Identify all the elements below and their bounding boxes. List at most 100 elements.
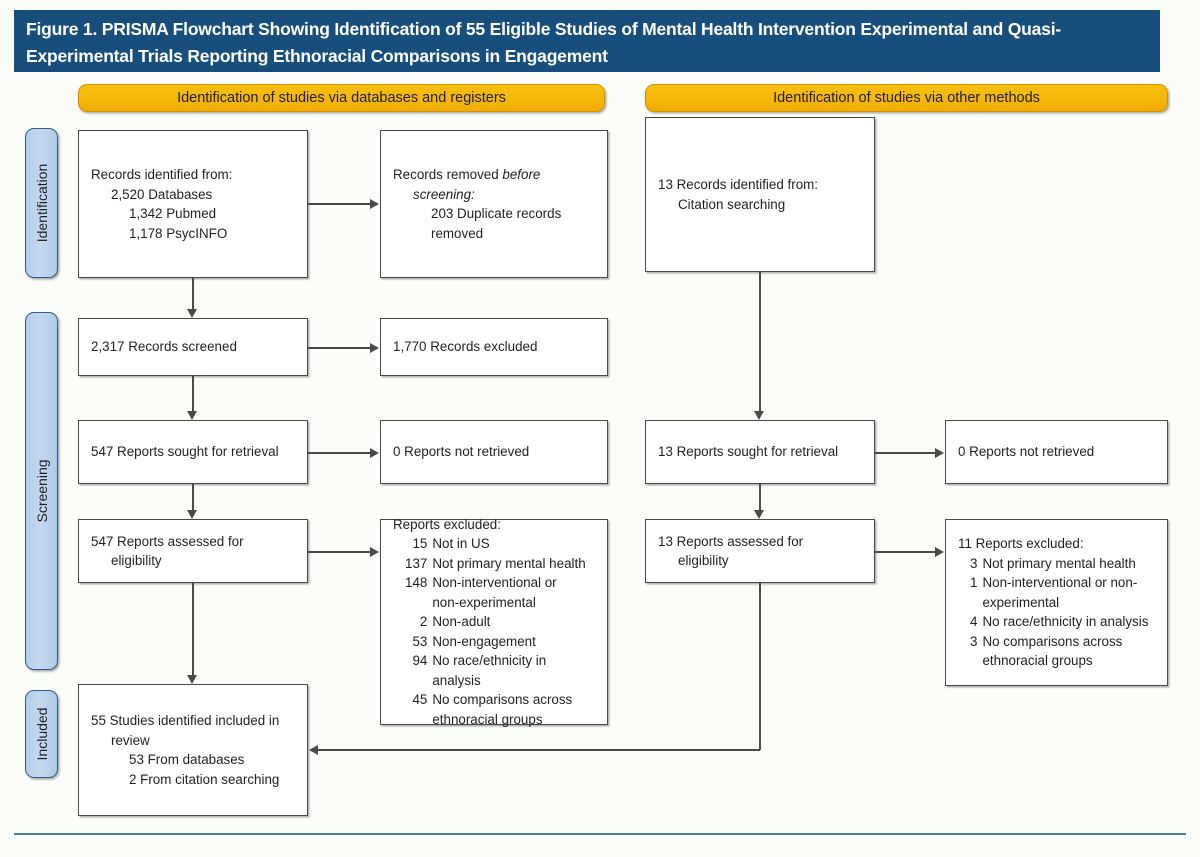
arrowhead-assessed-to-included (187, 675, 198, 684)
stage-bar-included: Included (25, 690, 58, 778)
connector-other-assessed-to-included (318, 749, 760, 751)
connector-identified-to-removed (308, 203, 370, 205)
records-identified-line1: Records identified from: (91, 167, 233, 182)
box-records-identified: Records identified from: 2,520 Databases… (78, 130, 308, 278)
stage-bar-identification: Identification (25, 128, 58, 278)
box-other-reports-sought-for-retrieval: 13 Reports sought for retrieval (645, 420, 875, 484)
exclusion-reason: No comparisons across (432, 692, 573, 708)
exclusion-count: 148 (405, 575, 428, 591)
arrowhead-identified-to-screened (187, 309, 198, 318)
arrowhead-sought-to-not-retrieved (370, 447, 379, 458)
reports-sought-text: 547 Reports sought for retrieval (91, 444, 279, 460)
reports-assessed-line2: eligibility (111, 553, 162, 568)
exclusion-count: 94 (412, 653, 428, 669)
exclusion-row: non-experimental (405, 593, 595, 613)
other-not-retrieved-text: 0 Reports not retrieved (958, 444, 1095, 460)
connector-screened-to-sought (192, 376, 194, 411)
exclusion-count (970, 593, 982, 613)
records-identified-line3: 1,342 Pubmed (129, 206, 217, 221)
figure-title: Figure 1. PRISMA Flowchart Showing Ident… (14, 10, 1160, 72)
exclusion-reason: Not primary mental health (432, 555, 586, 571)
exclusion-count (405, 593, 432, 613)
records-removed-line4: removed (431, 225, 484, 241)
box-other-reports-assessed-for-eligibility: 13 Reports assessed for eligibility (645, 519, 875, 583)
section-header-other-methods: Identification of studies via other meth… (645, 84, 1168, 112)
exclusion-count: 53 (412, 633, 428, 649)
other-identified-line1: 13 Records identified from: (658, 177, 819, 192)
records-identified-line4: 1,178 PsycINFO (129, 225, 228, 241)
section-header-databases: Identification of studies via databases … (78, 84, 605, 112)
arrowhead-assessed-to-excluded (370, 546, 379, 557)
exclusion-reason: non-experimental (432, 594, 536, 610)
reports-not-retrieved-text: 0 Reports not retrieved (393, 444, 530, 460)
studies-included-line3: 53 From databases (129, 752, 245, 767)
arrowhead-sought-to-assessed (187, 510, 198, 519)
stage-label-screening: Screening (33, 459, 50, 523)
arrowhead-identified-to-removed (370, 198, 379, 209)
exclusion-count: 4 (970, 614, 978, 630)
exclusion-count (970, 651, 982, 671)
bottom-rule (14, 833, 1186, 835)
exclusion-reason: experimental (982, 594, 1060, 610)
exclusion-reason: Non-engagement (432, 633, 536, 649)
connector-sought-to-not-retrieved (308, 452, 370, 454)
exclusion-reason: Not primary mental health (982, 555, 1136, 571)
box-other-reports-not-retrieved: 0 Reports not retrieved (945, 420, 1168, 484)
exclusion-reason: ethnoracial groups (432, 711, 543, 727)
connector-other-sought-to-not-retrieved (875, 452, 935, 454)
exclusion-count: 137 (405, 555, 428, 571)
arrowhead-other-sought-to-assessed (754, 510, 765, 519)
exclusion-reason: Non-interventional or non- (982, 575, 1138, 591)
connector-assessed-to-excluded (308, 551, 370, 553)
records-removed-line1: Records removed (393, 167, 503, 182)
exclusion-reason: ethnoracial groups (982, 653, 1093, 669)
connector-sought-to-assessed (192, 484, 194, 510)
records-removed-line3: 203 Duplicate records (431, 206, 562, 221)
other-assessed-line2: eligibility (678, 553, 729, 568)
arrowhead-other-assessed-to-excluded (935, 546, 944, 557)
studies-included-line1: 55 Studies identified included in (91, 713, 280, 728)
other-sought-text: 13 Reports sought for retrieval (658, 444, 839, 460)
exclusion-count: 1 (970, 575, 978, 591)
stage-label-included: Included (33, 707, 50, 761)
exclusion-reason: Not in US (432, 536, 490, 552)
box-reports-not-retrieved: 0 Reports not retrieved (380, 420, 608, 484)
box-reports-assessed-for-eligibility: 547 Reports assessed for eligibility (78, 519, 308, 583)
connector-other-assessed-to-excluded (875, 551, 935, 553)
arrowhead-other-assessed-to-included (309, 744, 318, 755)
exclusion-row: ethnoracial groups (405, 710, 595, 730)
arrowhead-screened-to-sought (187, 411, 198, 420)
records-removed-line1-italic: before (502, 167, 541, 182)
connector-identified-to-screened (192, 278, 194, 309)
arrowhead-other-sought-to-not-retrieved (935, 447, 944, 458)
studies-included-line4: 2 From citation searching (129, 771, 280, 787)
reports-excluded-heading: Reports excluded: (393, 516, 501, 532)
exclusion-count: 2 (419, 614, 428, 630)
records-identified-line2: 2,520 Databases (111, 186, 213, 202)
exclusion-reason: Non-interventional or (432, 575, 557, 591)
box-reports-sought-for-retrieval: 547 Reports sought for retrieval (78, 420, 308, 484)
connector-assessed-to-included (192, 583, 194, 675)
exclusion-row: experimental (970, 593, 1148, 613)
exclusion-row: ethnoracial groups (970, 651, 1148, 671)
exclusion-reason: No comparisons across (982, 633, 1123, 649)
exclusion-count: 45 (412, 692, 428, 708)
box-records-screened: 2,317 Records screened (78, 318, 308, 376)
exclusion-count: 3 (970, 555, 978, 571)
arrowhead-other-identified-to-sought (754, 411, 765, 420)
box-studies-included-in-review: 55 Studies identified included in review… (78, 684, 308, 816)
exclusion-reason: No race/ethnicity in analysis (982, 614, 1149, 630)
exclusion-count: 15 (412, 536, 428, 552)
